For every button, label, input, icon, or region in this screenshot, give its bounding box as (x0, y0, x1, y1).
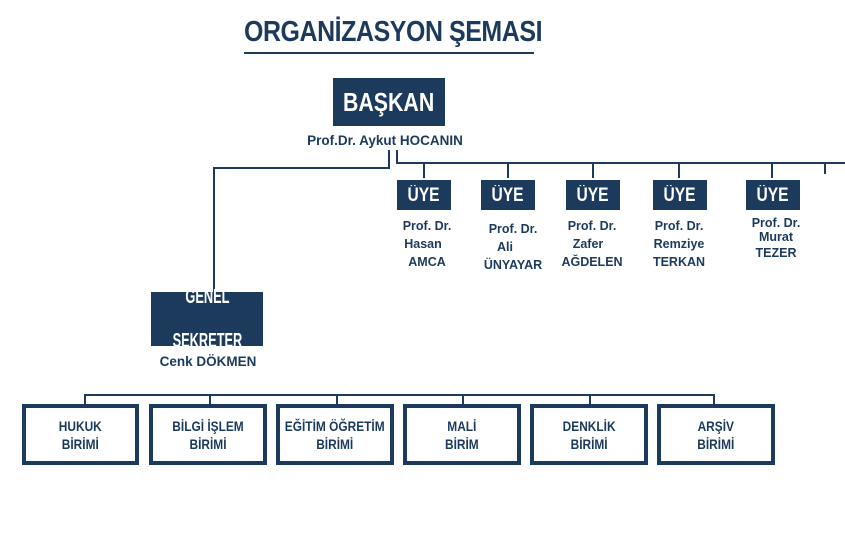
chair-name: Prof.Dr. Aykut HOCANIN (307, 133, 463, 148)
connector-chair-down-right (396, 150, 398, 164)
connector-members-horizontal (396, 162, 845, 164)
connector-units-horizontal (84, 394, 714, 396)
connector-member-drop (592, 162, 594, 178)
chart-title: ORGANİZASYON ŞEMASI (244, 16, 543, 48)
connector-chair-to-secretary-horizontal (213, 167, 390, 169)
connector-unit-drop (713, 394, 715, 404)
connector-member-drop (678, 162, 680, 178)
member-box: ÜYE (746, 180, 800, 210)
secretary-box: GENEL SEKRETER (151, 286, 263, 352)
connector-unit-drop (589, 394, 591, 404)
member-name: Prof. Dr. Remziye TERKAN (652, 219, 706, 269)
member-name: Prof. Dr. Ali ÜNYAYAR (483, 222, 543, 272)
connector-unit-drop (336, 394, 338, 404)
unit-box-mali: MALİ BİRİM (403, 404, 521, 465)
connector-member-drop (771, 162, 773, 178)
secretary-role-line2: SEKRETER (172, 330, 242, 352)
unit-box-denklik: DENKLİK BİRİMİ (530, 404, 648, 465)
member-name: Prof. Dr. Hasan AMCA (402, 219, 452, 269)
member-name: Prof. Dr. Zafer AĞDELEN (561, 219, 623, 269)
connector-member-drop-edge (824, 162, 826, 174)
member-box: ÜYE (481, 180, 535, 210)
unit-box-hukuk: HUKUK BİRİMİ (22, 404, 139, 465)
member-box: ÜYE (397, 180, 451, 210)
chair-role: BAŞKAN (343, 87, 435, 117)
connector-member-drop (507, 162, 509, 178)
connector-secretary-vertical (213, 167, 215, 293)
member-box: ÜYE (653, 180, 707, 210)
member-name: Prof. Dr. Murat TEZER (751, 216, 801, 260)
connector-unit-drop (209, 394, 211, 404)
secretary-role-line1: GENEL (184, 286, 230, 308)
chair-box: BAŞKAN (333, 78, 445, 126)
secretary-name: Cenk DÖKMEN (159, 354, 257, 369)
unit-box-arsiv: ARŞİV BİRİMİ (657, 404, 775, 465)
connector-chair-down-left (388, 150, 390, 169)
title-underline (244, 52, 534, 54)
unit-box-egitim-ogretim: EĞİTİM ÖĞRETİM BİRİMİ (276, 404, 394, 465)
connector-unit-drop (84, 394, 86, 404)
connector-member-drop (423, 162, 425, 178)
unit-box-bilgi-islem: BİLGİ İŞLEM BİRİMİ (149, 404, 267, 465)
connector-unit-drop (462, 394, 464, 404)
member-box: ÜYE (566, 180, 620, 210)
